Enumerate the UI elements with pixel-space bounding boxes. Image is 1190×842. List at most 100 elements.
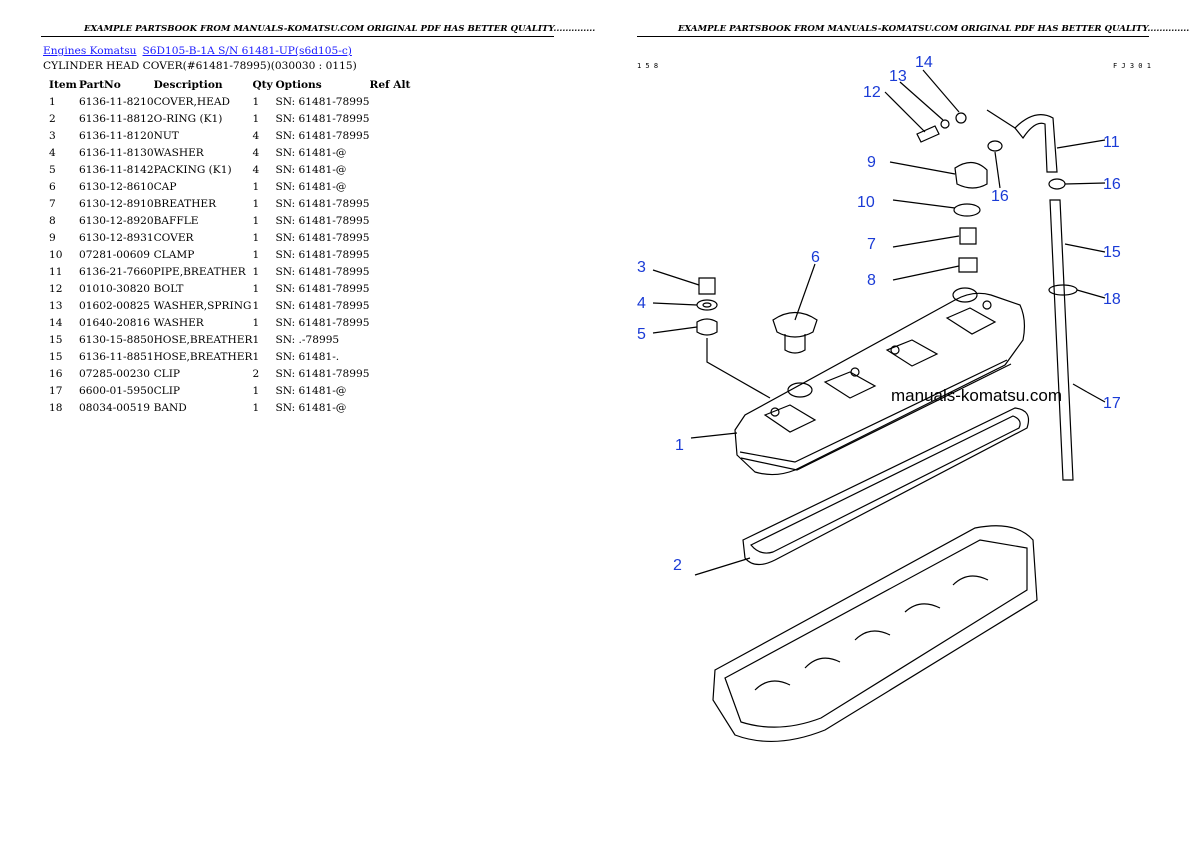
cell-options: SN: 61481-@ <box>275 180 347 193</box>
cylinder-head-outline <box>712 525 1038 742</box>
cell-options: SN: 61481-78995 <box>275 299 370 312</box>
callout-18: 18 <box>1103 291 1121 308</box>
leader-line <box>922 69 960 113</box>
leader-line <box>1076 289 1106 299</box>
leader-line <box>652 326 698 334</box>
cell-ref-alt <box>370 127 420 144</box>
gasket-outline <box>742 407 1030 566</box>
cell-options: SN: 61481-@ <box>275 384 347 397</box>
breadcrumb: Engines Komatsu S6D105-B-1A S/N 61481-UP(… <box>43 45 352 57</box>
leader-line <box>1064 182 1106 185</box>
baffle-part <box>958 257 978 273</box>
cell-item: 12 <box>49 282 63 295</box>
clip-part <box>987 140 1003 152</box>
cell-partno: 6136-11-8120 <box>79 129 154 142</box>
col-header-qty: Qty <box>252 78 273 91</box>
breather-cover-part <box>954 161 988 189</box>
breadcrumb-engines-link[interactable]: Engines Komatsu <box>43 45 137 57</box>
callout-labels: 1 2 3 4 5 6 7 8 9 10 11 12 13 14 15 16 1… <box>637 54 1121 574</box>
cell-partno: 07285-00230 <box>79 367 150 380</box>
cell-ref-alt <box>370 144 420 161</box>
cell-ref-alt <box>370 229 420 246</box>
cell-item: 1 <box>49 95 56 108</box>
cell-partno: 07281-00609 <box>79 248 150 261</box>
cell-qty: 1 <box>252 350 260 363</box>
cell-description: HOSE,BREATHER <box>153 333 253 346</box>
callout-14: 14 <box>915 54 933 71</box>
cell-qty: 1 <box>252 384 260 397</box>
cell-options: SN: 61481-78995 <box>275 112 370 125</box>
leader-line <box>889 161 956 175</box>
cylinder-head-cover-drawing <box>652 69 1106 742</box>
cell-options: SN: 61481-78995 <box>275 129 370 142</box>
leader-line <box>892 235 960 248</box>
cell-ref-alt <box>370 365 420 382</box>
cell-item: 13 <box>49 299 63 312</box>
cell-description: CAP <box>153 180 177 193</box>
cell-qty: 1 <box>252 333 260 346</box>
cell-options: SN: 61481-@ <box>275 401 347 414</box>
drawing-code-right: F J 3 0 1 <box>1113 62 1151 70</box>
cell-partno: 6136-11-8130 <box>79 146 154 159</box>
head-cover-flange <box>739 359 1008 463</box>
leader-line <box>690 432 738 439</box>
cell-item: 6 <box>49 180 56 193</box>
cell-item: 8 <box>49 214 56 227</box>
leader-line <box>986 109 1016 129</box>
cell-ref-alt <box>370 212 420 229</box>
cell-description: WASHER <box>153 146 204 159</box>
cell-description: COVER,HEAD <box>153 95 231 108</box>
watermark: manuals-komatsu.com <box>891 386 1062 405</box>
callout-3: 3 <box>637 259 646 276</box>
cell-partno: 6136-11-8142 <box>79 163 154 176</box>
cell-options: SN: 61481-78995 <box>275 316 370 329</box>
callout-11: 11 <box>1103 134 1120 151</box>
cell-ref-alt <box>370 178 420 195</box>
cell-partno: 6136-21-7660 <box>79 265 154 278</box>
clamp-part <box>953 203 981 217</box>
clip-17-part <box>1072 383 1088 393</box>
parts-list-page: EXAMPLE PARTSBOOK FROM MANUALS-KOMATSU.C… <box>41 24 595 416</box>
head-cover-flange-lower <box>740 363 1012 471</box>
cell-description: BOLT <box>153 282 184 295</box>
stud-hole <box>890 345 900 355</box>
page-header: EXAMPLE PARTSBOOK FROM MANUALS-KOMATSU.C… <box>678 24 1190 34</box>
cell-item: 2 <box>49 112 56 125</box>
callout-12: 12 <box>863 84 881 101</box>
cell-item: 18 <box>49 401 63 414</box>
leader-line <box>794 263 816 321</box>
section-title: CYLINDER HEAD COVER(#61481-78995)(030030… <box>43 60 357 72</box>
cell-qty: 4 <box>252 163 260 176</box>
cell-qty: 1 <box>252 282 260 295</box>
cell-partno: 01640-20816 <box>79 316 150 329</box>
cell-description: O-RING (K1) <box>153 112 223 125</box>
breadcrumb-model-link[interactable]: S6D105-B-1A S/N 61481-UP(s6d105-c) <box>142 45 352 57</box>
leader-line <box>652 269 700 286</box>
cell-options: SN: 61481-78995 <box>275 265 370 278</box>
callout-2: 2 <box>673 557 682 574</box>
cell-item: 9 <box>49 231 56 244</box>
cell-description: CLIP <box>153 384 181 397</box>
cell-item: 10 <box>49 248 63 261</box>
leader-line <box>1064 243 1106 253</box>
cell-qty: 1 <box>252 248 260 261</box>
cell-item: 11 <box>49 265 63 278</box>
cell-qty: 1 <box>252 316 260 329</box>
cell-ref-alt <box>370 297 420 314</box>
cell-partno: 6136-11-8210 <box>79 95 154 108</box>
cell-item: 15 <box>49 333 63 346</box>
header-rule <box>637 36 1149 37</box>
